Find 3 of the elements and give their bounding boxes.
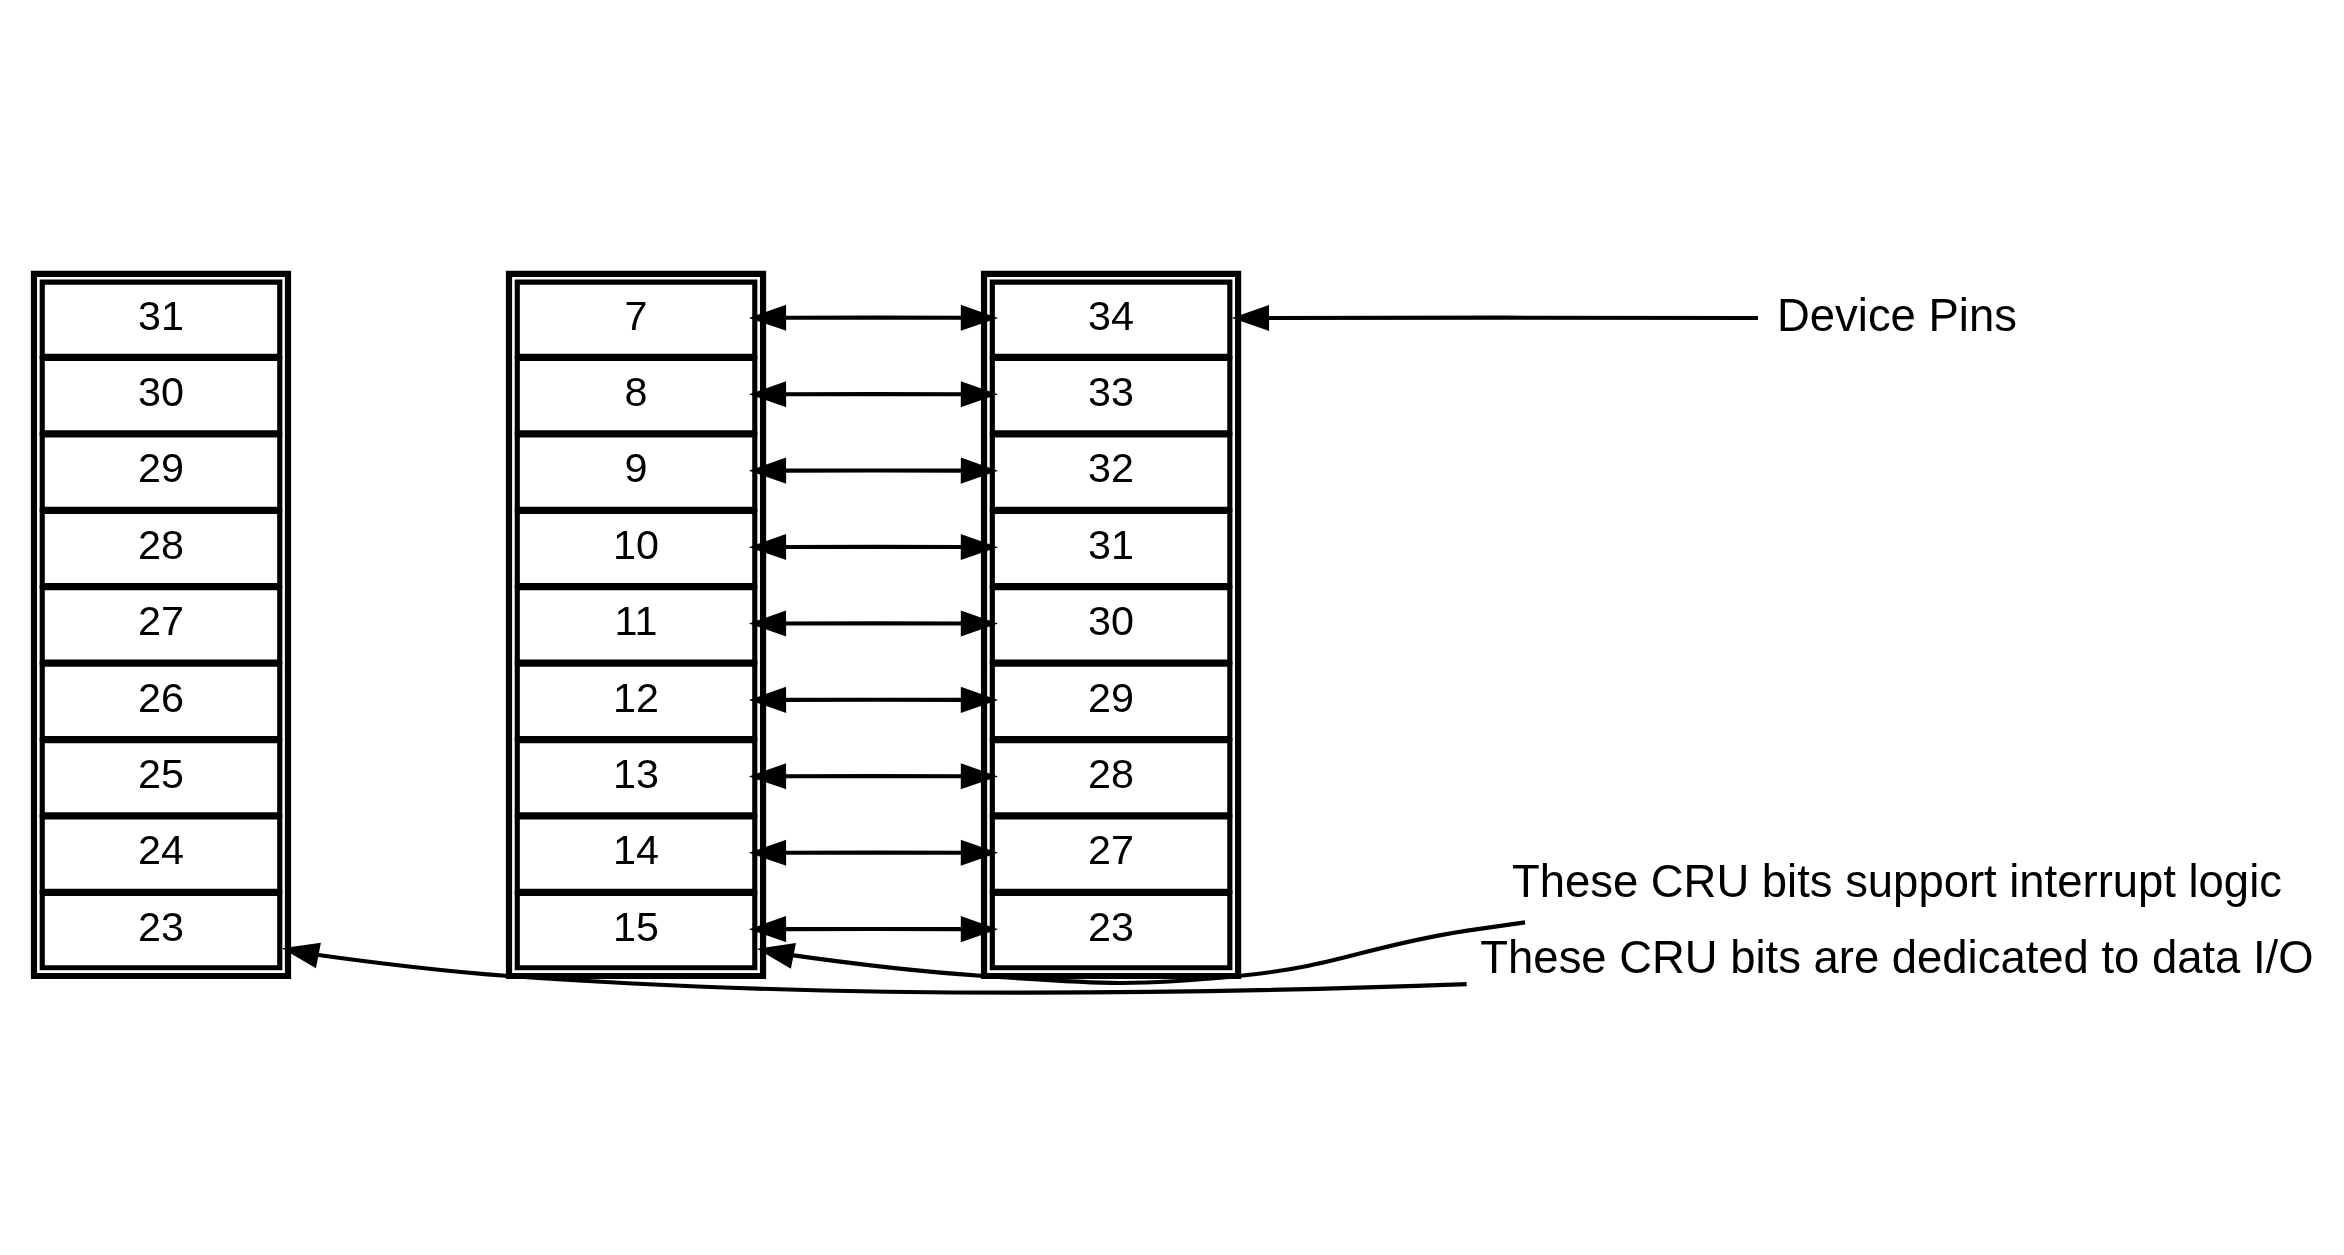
node-text: These CRU bits are dedicated to data I/O [1480, 931, 2314, 983]
node-text: These CRU bits support interrupt logic [1511, 855, 2282, 907]
node-text: Device Pins [1777, 289, 2017, 341]
